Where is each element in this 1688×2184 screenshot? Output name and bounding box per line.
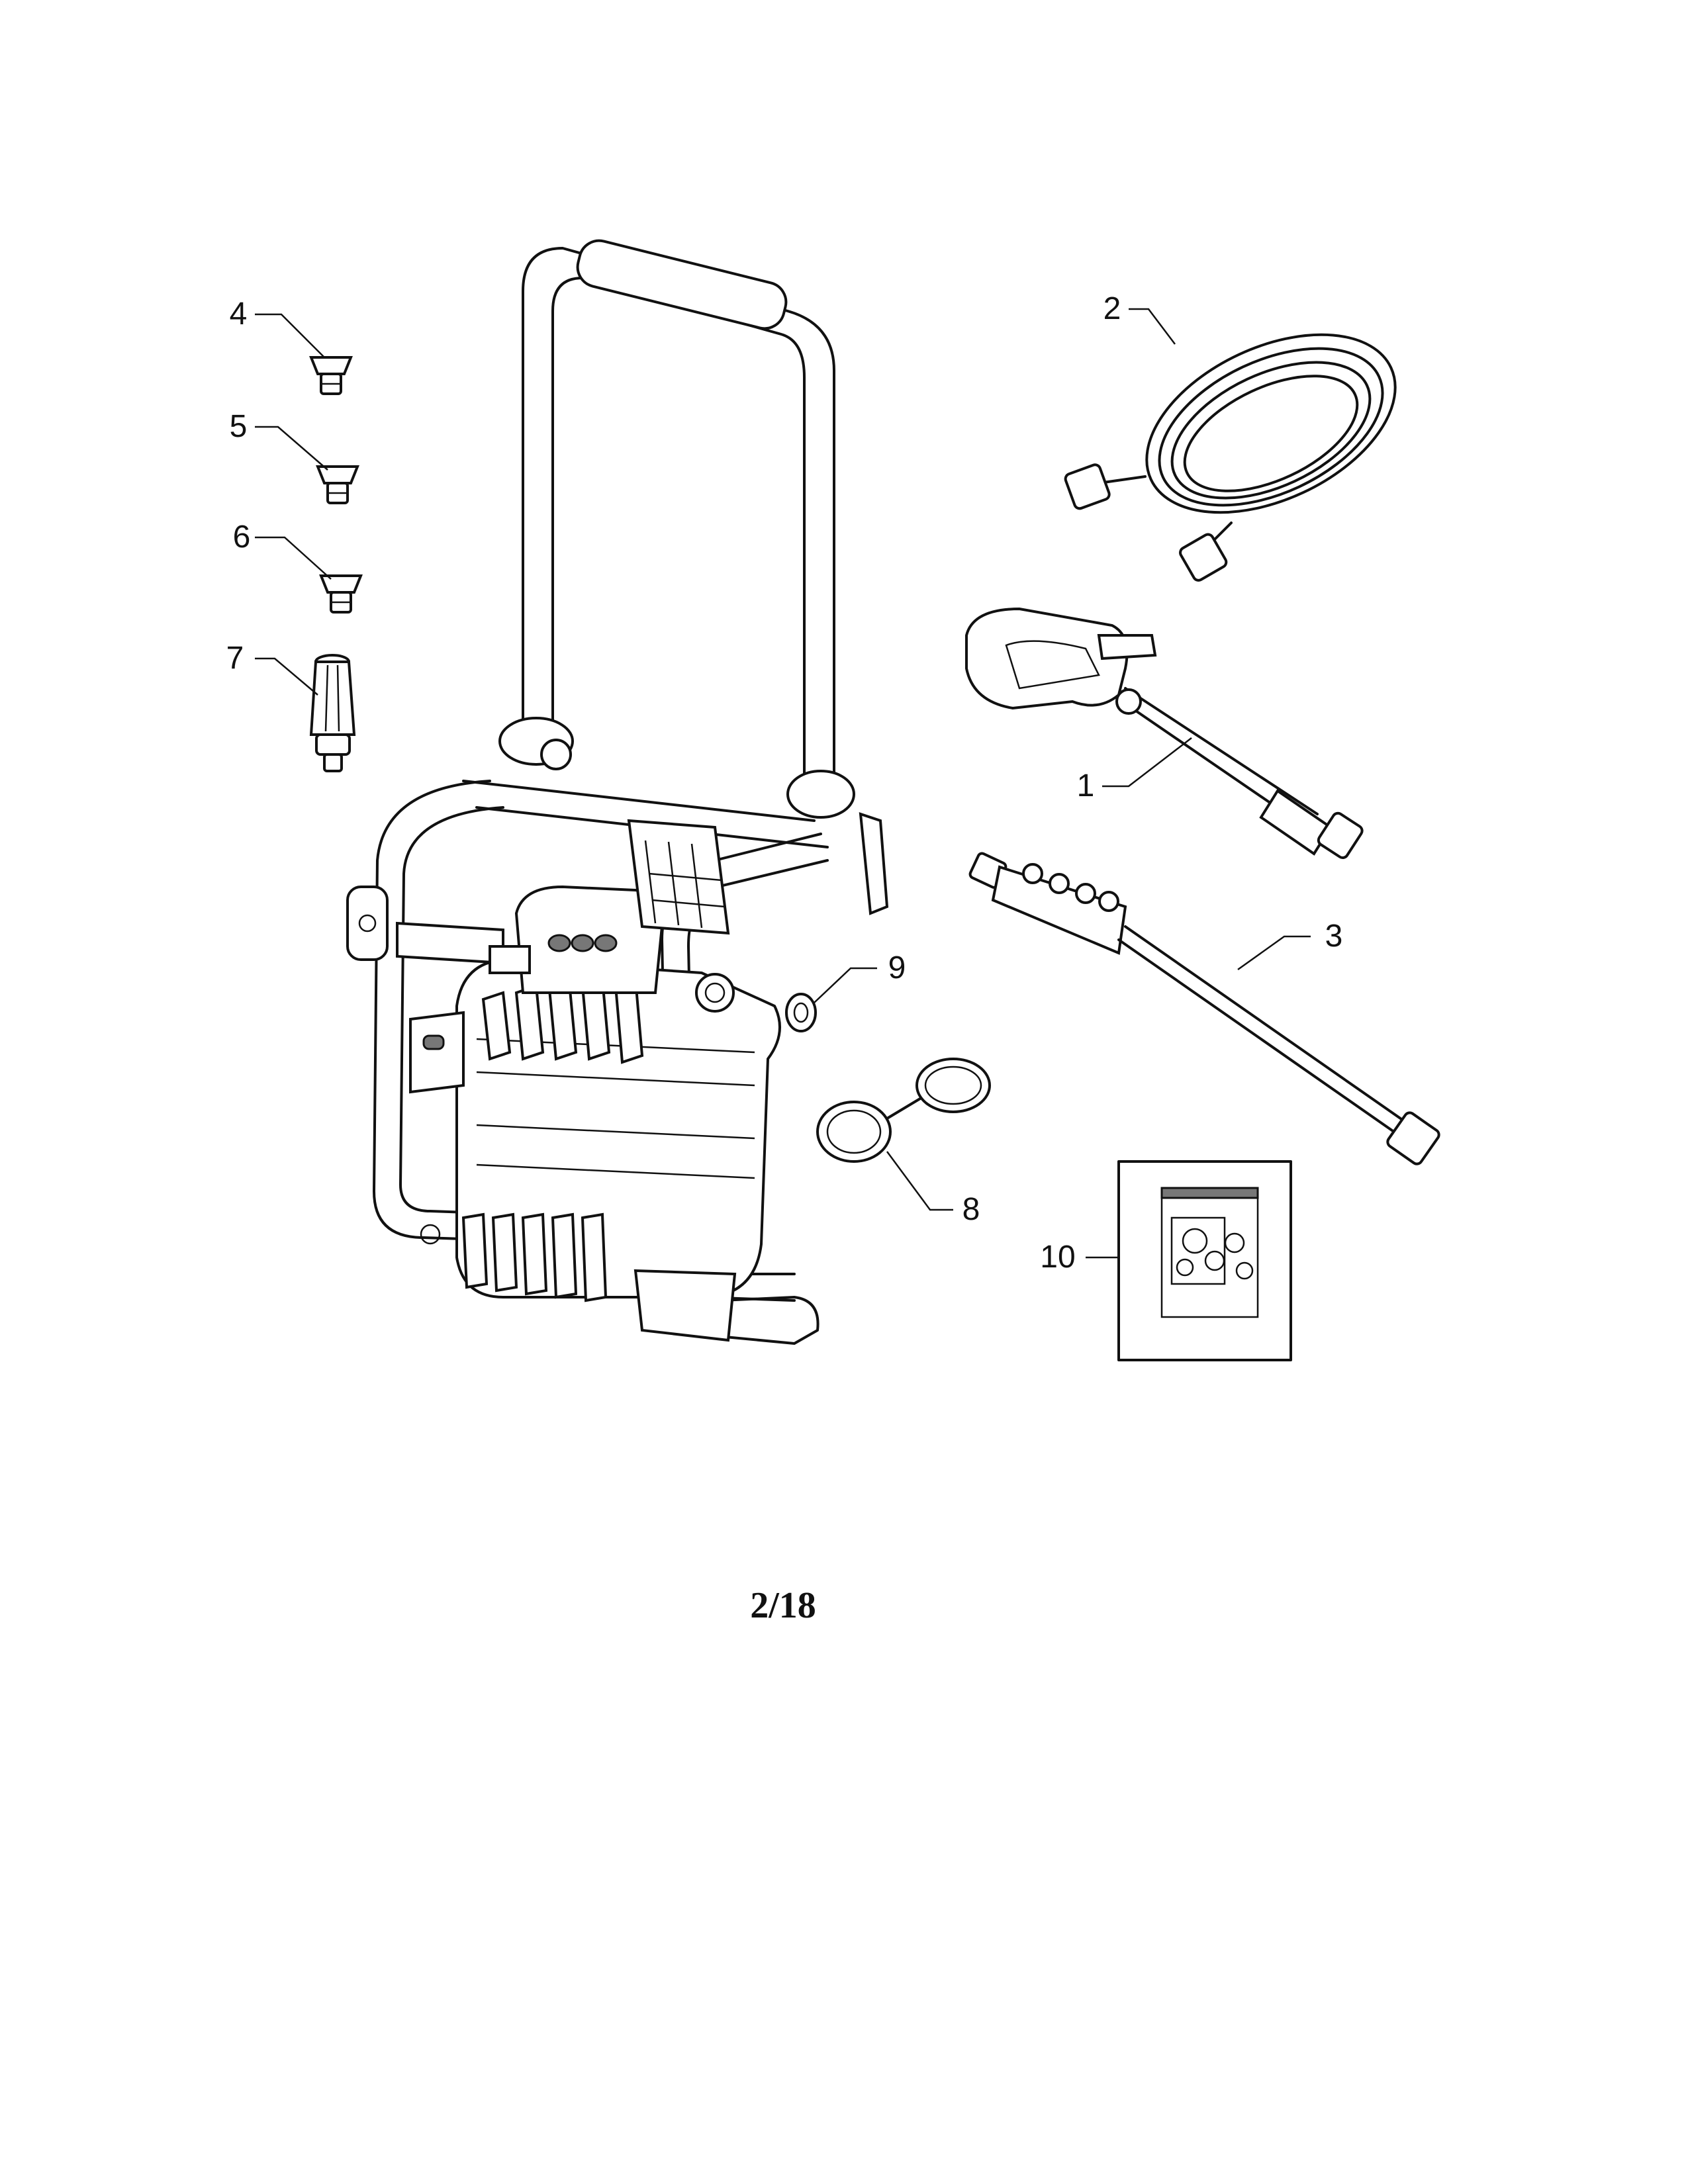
callout-10: 10 [1040, 1240, 1076, 1275]
callout-4: 4 [229, 296, 248, 332]
pressure-washer-unit [346, 239, 889, 1345]
callout-2: 2 [1103, 291, 1121, 326]
nozzle-part-6 [319, 574, 363, 614]
hose-part-2 [1064, 333, 1397, 582]
turbo-nozzle-part-7 [309, 654, 356, 772]
callout-1: 1 [1076, 768, 1095, 803]
parts-bag-part-10 [1117, 1160, 1292, 1361]
callout-8: 8 [962, 1192, 980, 1227]
nozzle-part-4 [309, 356, 353, 395]
plug-part-9 [785, 993, 817, 1032]
callout-5: 5 [229, 409, 248, 444]
callout-3: 3 [1325, 919, 1343, 954]
nozzle-part-5 [316, 465, 359, 504]
cap-strap-part-8 [816, 1058, 991, 1163]
spray-gun-part-1 [965, 607, 1364, 860]
callout-9: 9 [888, 950, 906, 985]
wand-part-3 [968, 852, 1440, 1165]
page-number: 2/18 [750, 1585, 816, 1626]
leader-lines [255, 308, 1311, 1259]
callout-7: 7 [226, 641, 244, 676]
callout-6: 6 [232, 520, 251, 555]
